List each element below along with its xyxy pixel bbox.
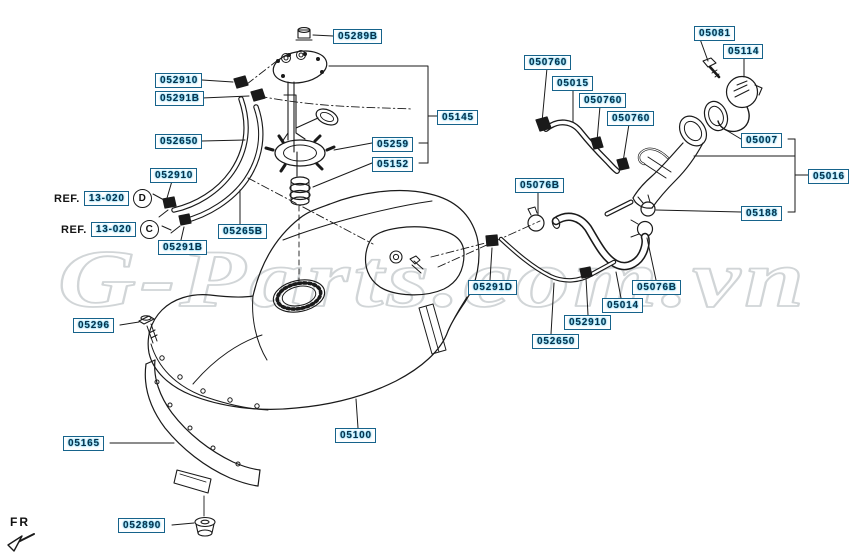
- part-label-052650-3[interactable]: 052650: [155, 134, 203, 149]
- part-label-05145-7[interactable]: 05145: [437, 110, 478, 125]
- part-label-05100-12[interactable]: 05100: [335, 428, 376, 443]
- part-label-05152-9[interactable]: 05152: [372, 157, 413, 172]
- part-label-05296-10[interactable]: 05296: [73, 318, 114, 333]
- part-label-05265B-6[interactable]: 05265B: [218, 224, 267, 239]
- part-label-05015-15[interactable]: 05015: [552, 76, 593, 91]
- pump-assembly-art: [264, 27, 339, 282]
- part-label-050760-16[interactable]: 050760: [579, 93, 627, 108]
- fr-direction-label: FR: [10, 515, 30, 529]
- part-label-05188-22[interactable]: 05188: [741, 206, 782, 221]
- filler-hose-art: [527, 199, 650, 271]
- part-label-05081-18[interactable]: 05081: [694, 26, 735, 41]
- part-label-05014-26[interactable]: 05014: [602, 298, 643, 313]
- part-label-052650-28[interactable]: 052650: [532, 334, 580, 349]
- lower-vent-hose-art: [485, 234, 617, 283]
- part-label-05076B-25[interactable]: 05076B: [632, 280, 681, 295]
- part-label-05291B-2[interactable]: 05291B: [155, 91, 204, 106]
- ref-prefix: REF.: [54, 192, 80, 205]
- breather-hoses-art: [158, 75, 266, 234]
- part-label-050760-14[interactable]: 050760: [524, 55, 572, 70]
- ref-section-link-C[interactable]: 13-020: [90, 222, 136, 237]
- part-label-05291D-24[interactable]: 05291D: [468, 280, 517, 295]
- fuel-tank-art: [147, 189, 480, 411]
- leader-lines: [109, 34, 745, 526]
- tank-shield-art: [144, 359, 261, 517]
- vent-hose-art: [535, 116, 630, 174]
- part-label-052910-4[interactable]: 052910: [150, 168, 198, 183]
- view-circle-C: C: [139, 220, 159, 239]
- part-label-05165-11[interactable]: 05165: [63, 436, 104, 451]
- bolt-art: [138, 315, 158, 344]
- routing-lines: [246, 59, 541, 268]
- part-label-05076B-23[interactable]: 05076B: [515, 178, 564, 193]
- fr-arrow-icon: [7, 533, 35, 552]
- ref-section-link-D[interactable]: 13-020: [83, 191, 129, 206]
- part-label-05114-19[interactable]: 05114: [723, 44, 764, 59]
- part-label-05007-20[interactable]: 05007: [741, 133, 782, 148]
- view-circle-D: D: [132, 189, 152, 208]
- part-label-05291B-5[interactable]: 05291B: [158, 240, 207, 255]
- part-label-05016-21[interactable]: 05016: [808, 169, 849, 184]
- part-label-05289B-0[interactable]: 05289B: [333, 29, 382, 44]
- bracket-lines: [328, 65, 809, 213]
- part-label-052890-13[interactable]: 052890: [118, 518, 166, 533]
- part-label-052910-1[interactable]: 052910: [155, 73, 203, 88]
- grommet-art: [194, 516, 216, 537]
- tank-sender-ring: [272, 279, 326, 313]
- part-label-050760-17[interactable]: 050760: [607, 111, 655, 126]
- ref-prefix: REF.: [61, 223, 87, 236]
- part-label-05259-8[interactable]: 05259: [372, 137, 413, 152]
- filler-neck-art: [630, 57, 763, 238]
- part-label-052910-27[interactable]: 052910: [564, 315, 612, 330]
